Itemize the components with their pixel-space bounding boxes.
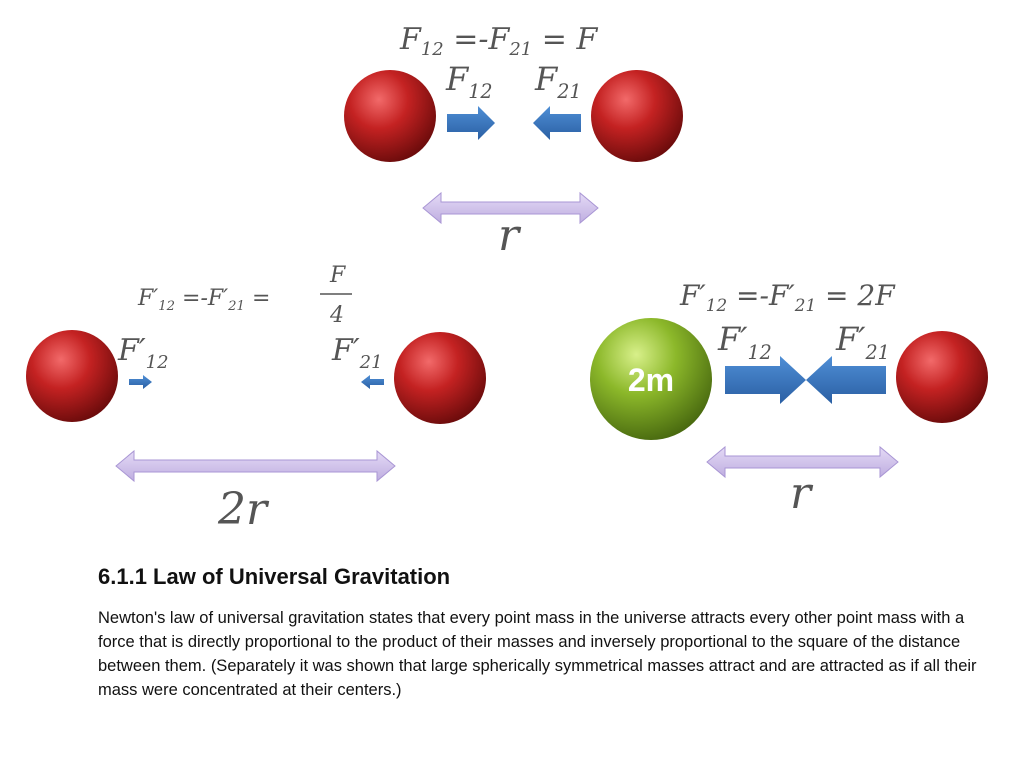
left-left-mass	[26, 330, 118, 422]
top-equation: F12 =-F21 = F	[399, 22, 598, 60]
right-label-f21: F′21	[835, 320, 890, 364]
left-right-mass	[394, 332, 486, 424]
right-small-mass	[896, 331, 988, 423]
right-large-mass	[590, 318, 712, 440]
section-heading: 6.1.1 Law of Universal Gravitation	[98, 564, 451, 589]
left-scenario: F′12 =-F′21 = F 4 F′12 F′21 2r	[26, 263, 486, 535]
top-label-f12: F12	[445, 60, 493, 103]
top-force-arrow-right	[447, 106, 495, 140]
left-label-f12: F′12	[117, 333, 169, 373]
top-right-mass	[591, 70, 683, 162]
left-label-f21: F′21	[331, 333, 383, 373]
top-label-f21: F21	[534, 60, 582, 103]
top-distance-arrow	[422, 191, 599, 225]
left-fraction-numerator: F	[329, 263, 346, 288]
left-force-arrow-right	[129, 375, 152, 389]
top-left-mass	[344, 70, 436, 162]
right-label-f12: F′12	[717, 320, 772, 364]
left-equation: F′12 =-F′21 =	[137, 286, 270, 314]
left-distance-label: 2r	[217, 484, 270, 535]
left-fraction-denominator: 4	[329, 303, 344, 328]
left-force-arrow-left	[361, 375, 384, 389]
right-force-arrow-left	[806, 356, 886, 404]
right-scenario: F′12 =-F′21 = 2F F′12 F′21 2m r	[590, 279, 988, 519]
right-force-arrow-right	[725, 356, 806, 404]
top-distance-label: r	[498, 210, 522, 261]
description-paragraph: Newton's law of universal gravitation st…	[98, 609, 977, 699]
top-force-arrow-left	[533, 106, 581, 140]
top-scenario: F12 =-F21 = F F12 F21 r	[344, 22, 683, 261]
right-distance-label: r	[790, 468, 814, 519]
right-distance-arrow	[706, 445, 899, 479]
right-large-mass-label: 2m	[628, 362, 674, 398]
right-equation: F′12 =-F′21 = 2F	[679, 279, 896, 315]
left-distance-arrow	[115, 449, 396, 483]
